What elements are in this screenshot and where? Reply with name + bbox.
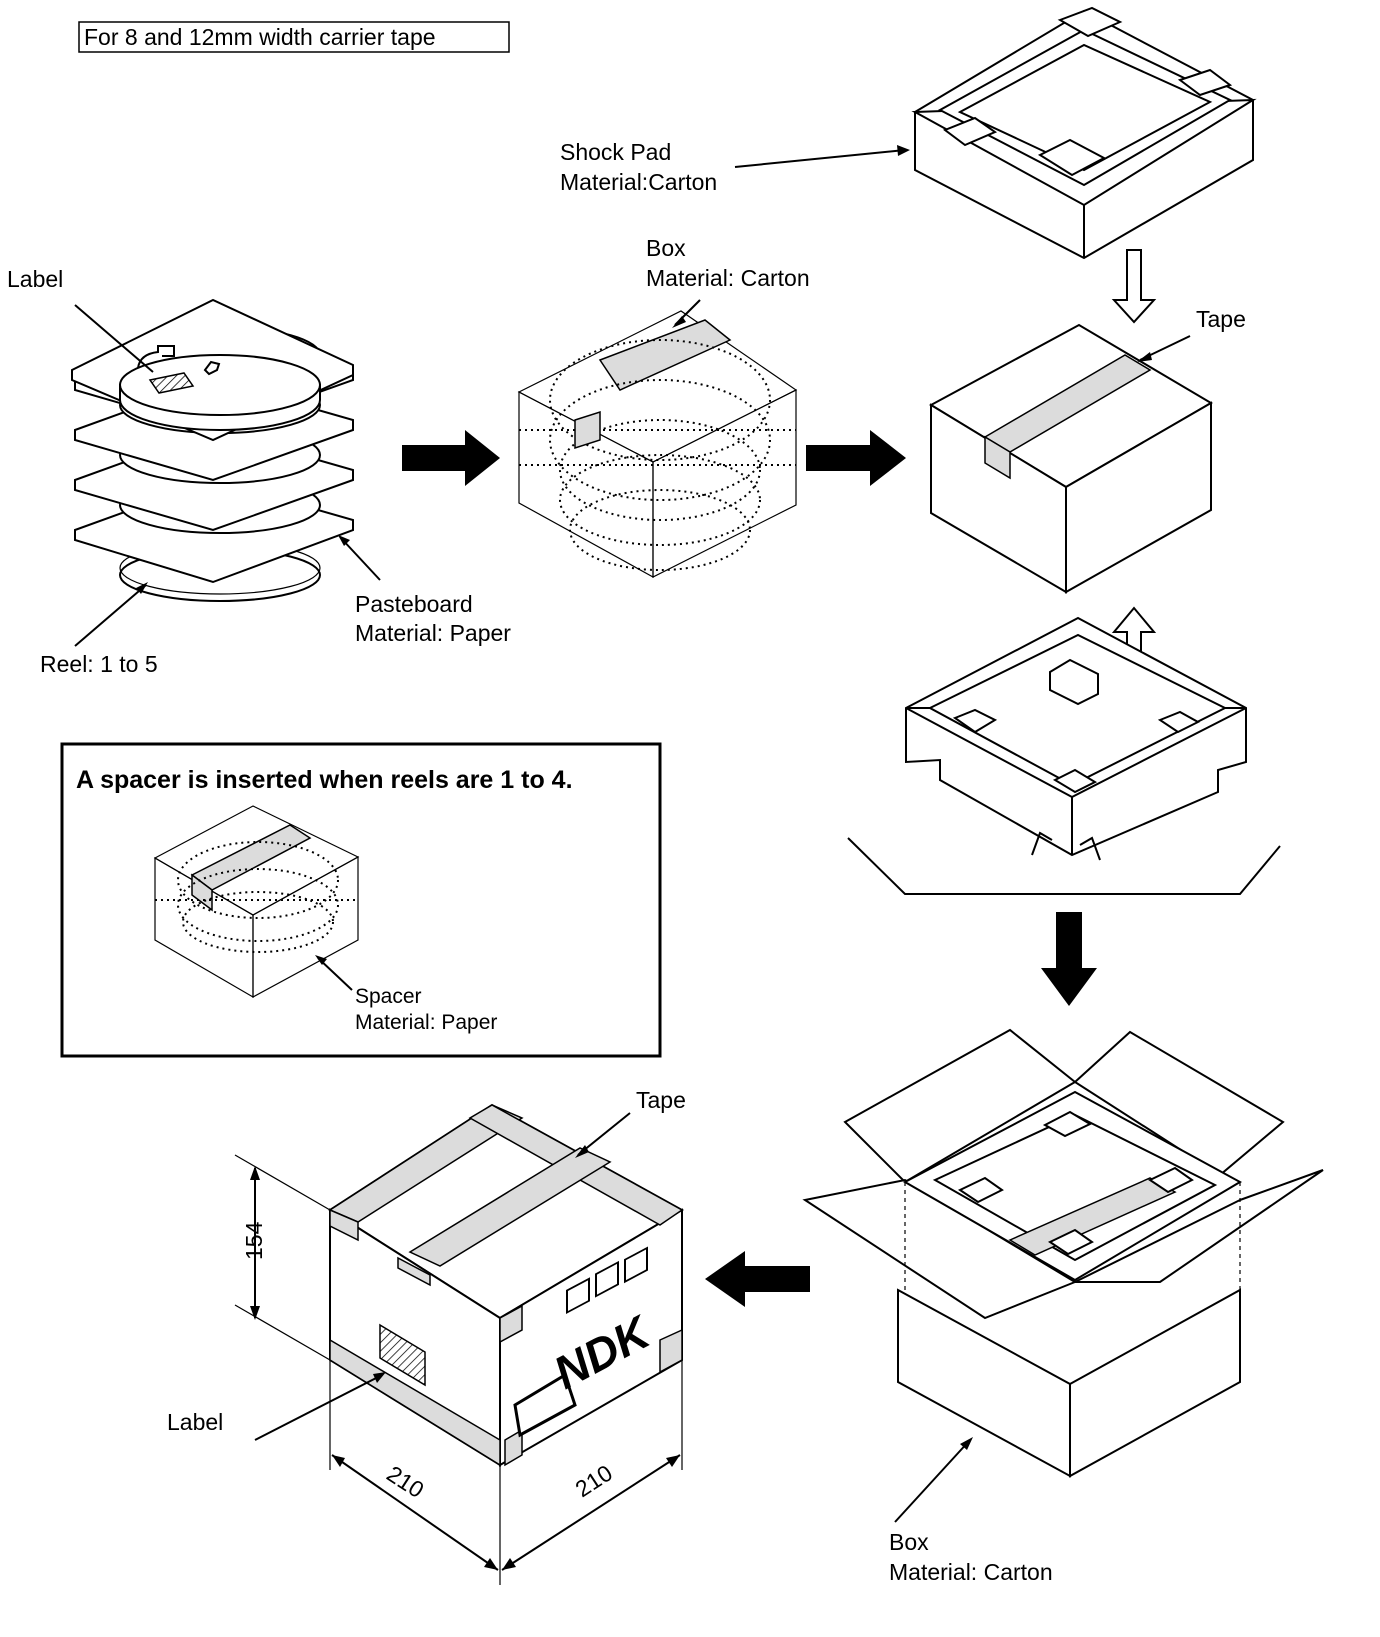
title-text: For 8 and 12mm width carrier tape xyxy=(84,24,436,50)
arrow-down xyxy=(1041,912,1097,1006)
spacer-note-panel: A spacer is inserted when reels are 1 to… xyxy=(62,744,660,1056)
dim-width-left: 210 xyxy=(382,1460,428,1503)
arrow-right-1 xyxy=(402,430,500,486)
shock-pad-leader xyxy=(735,150,905,167)
tape-bottom-text: Tape xyxy=(636,1087,686,1113)
reel-label-text: Label xyxy=(7,266,63,292)
box-tape-side xyxy=(575,412,600,448)
tape-top-text: Tape xyxy=(1196,306,1246,332)
box-bottom-name: Box xyxy=(889,1529,929,1555)
box-top-name: Box xyxy=(646,235,686,261)
reel-leader xyxy=(75,585,146,646)
box-top-material: Material: Carton xyxy=(646,265,810,291)
shock-pad-bottom xyxy=(906,618,1246,860)
dim-width-right: 210 xyxy=(571,1459,617,1502)
taped-box: Tape xyxy=(931,306,1246,592)
pasteboard-material: Material: Paper xyxy=(355,620,511,646)
shock-pad-material: Material:Carton xyxy=(560,169,717,195)
dim-height: 154 xyxy=(241,1221,267,1260)
note-heading: A spacer is inserted when reels are 1 to… xyxy=(76,766,573,794)
spacer-material: Material: Paper xyxy=(355,1011,497,1034)
shock-pad-top: Shock Pad Material:Carton xyxy=(560,8,1253,258)
title-box: For 8 and 12mm width carrier tape xyxy=(79,22,509,52)
box-tape xyxy=(600,320,730,390)
pasteboard-name: Pasteboard xyxy=(355,591,473,617)
arrow-left xyxy=(705,1251,810,1307)
arrow-right-2 xyxy=(806,430,906,486)
label-bottom-text: Label xyxy=(167,1409,223,1435)
spacer-name: Spacer xyxy=(355,985,422,1008)
dotted-box: Box Material: Carton xyxy=(519,235,810,577)
shock-pad-name: Shock Pad xyxy=(560,139,671,165)
hollow-arrow-down xyxy=(1114,250,1154,322)
reel-stack: Label Pasteboard Material: Paper Reel: 1… xyxy=(7,266,511,677)
reel-count-text: Reel: 1 to 5 xyxy=(40,651,158,677)
open-box: Box Material: Carton xyxy=(805,1030,1323,1585)
pasteboard-sheets xyxy=(72,300,353,582)
final-box: NDK Tape Label xyxy=(167,1087,686,1465)
box-bottom-material: Material: Carton xyxy=(889,1559,1053,1585)
